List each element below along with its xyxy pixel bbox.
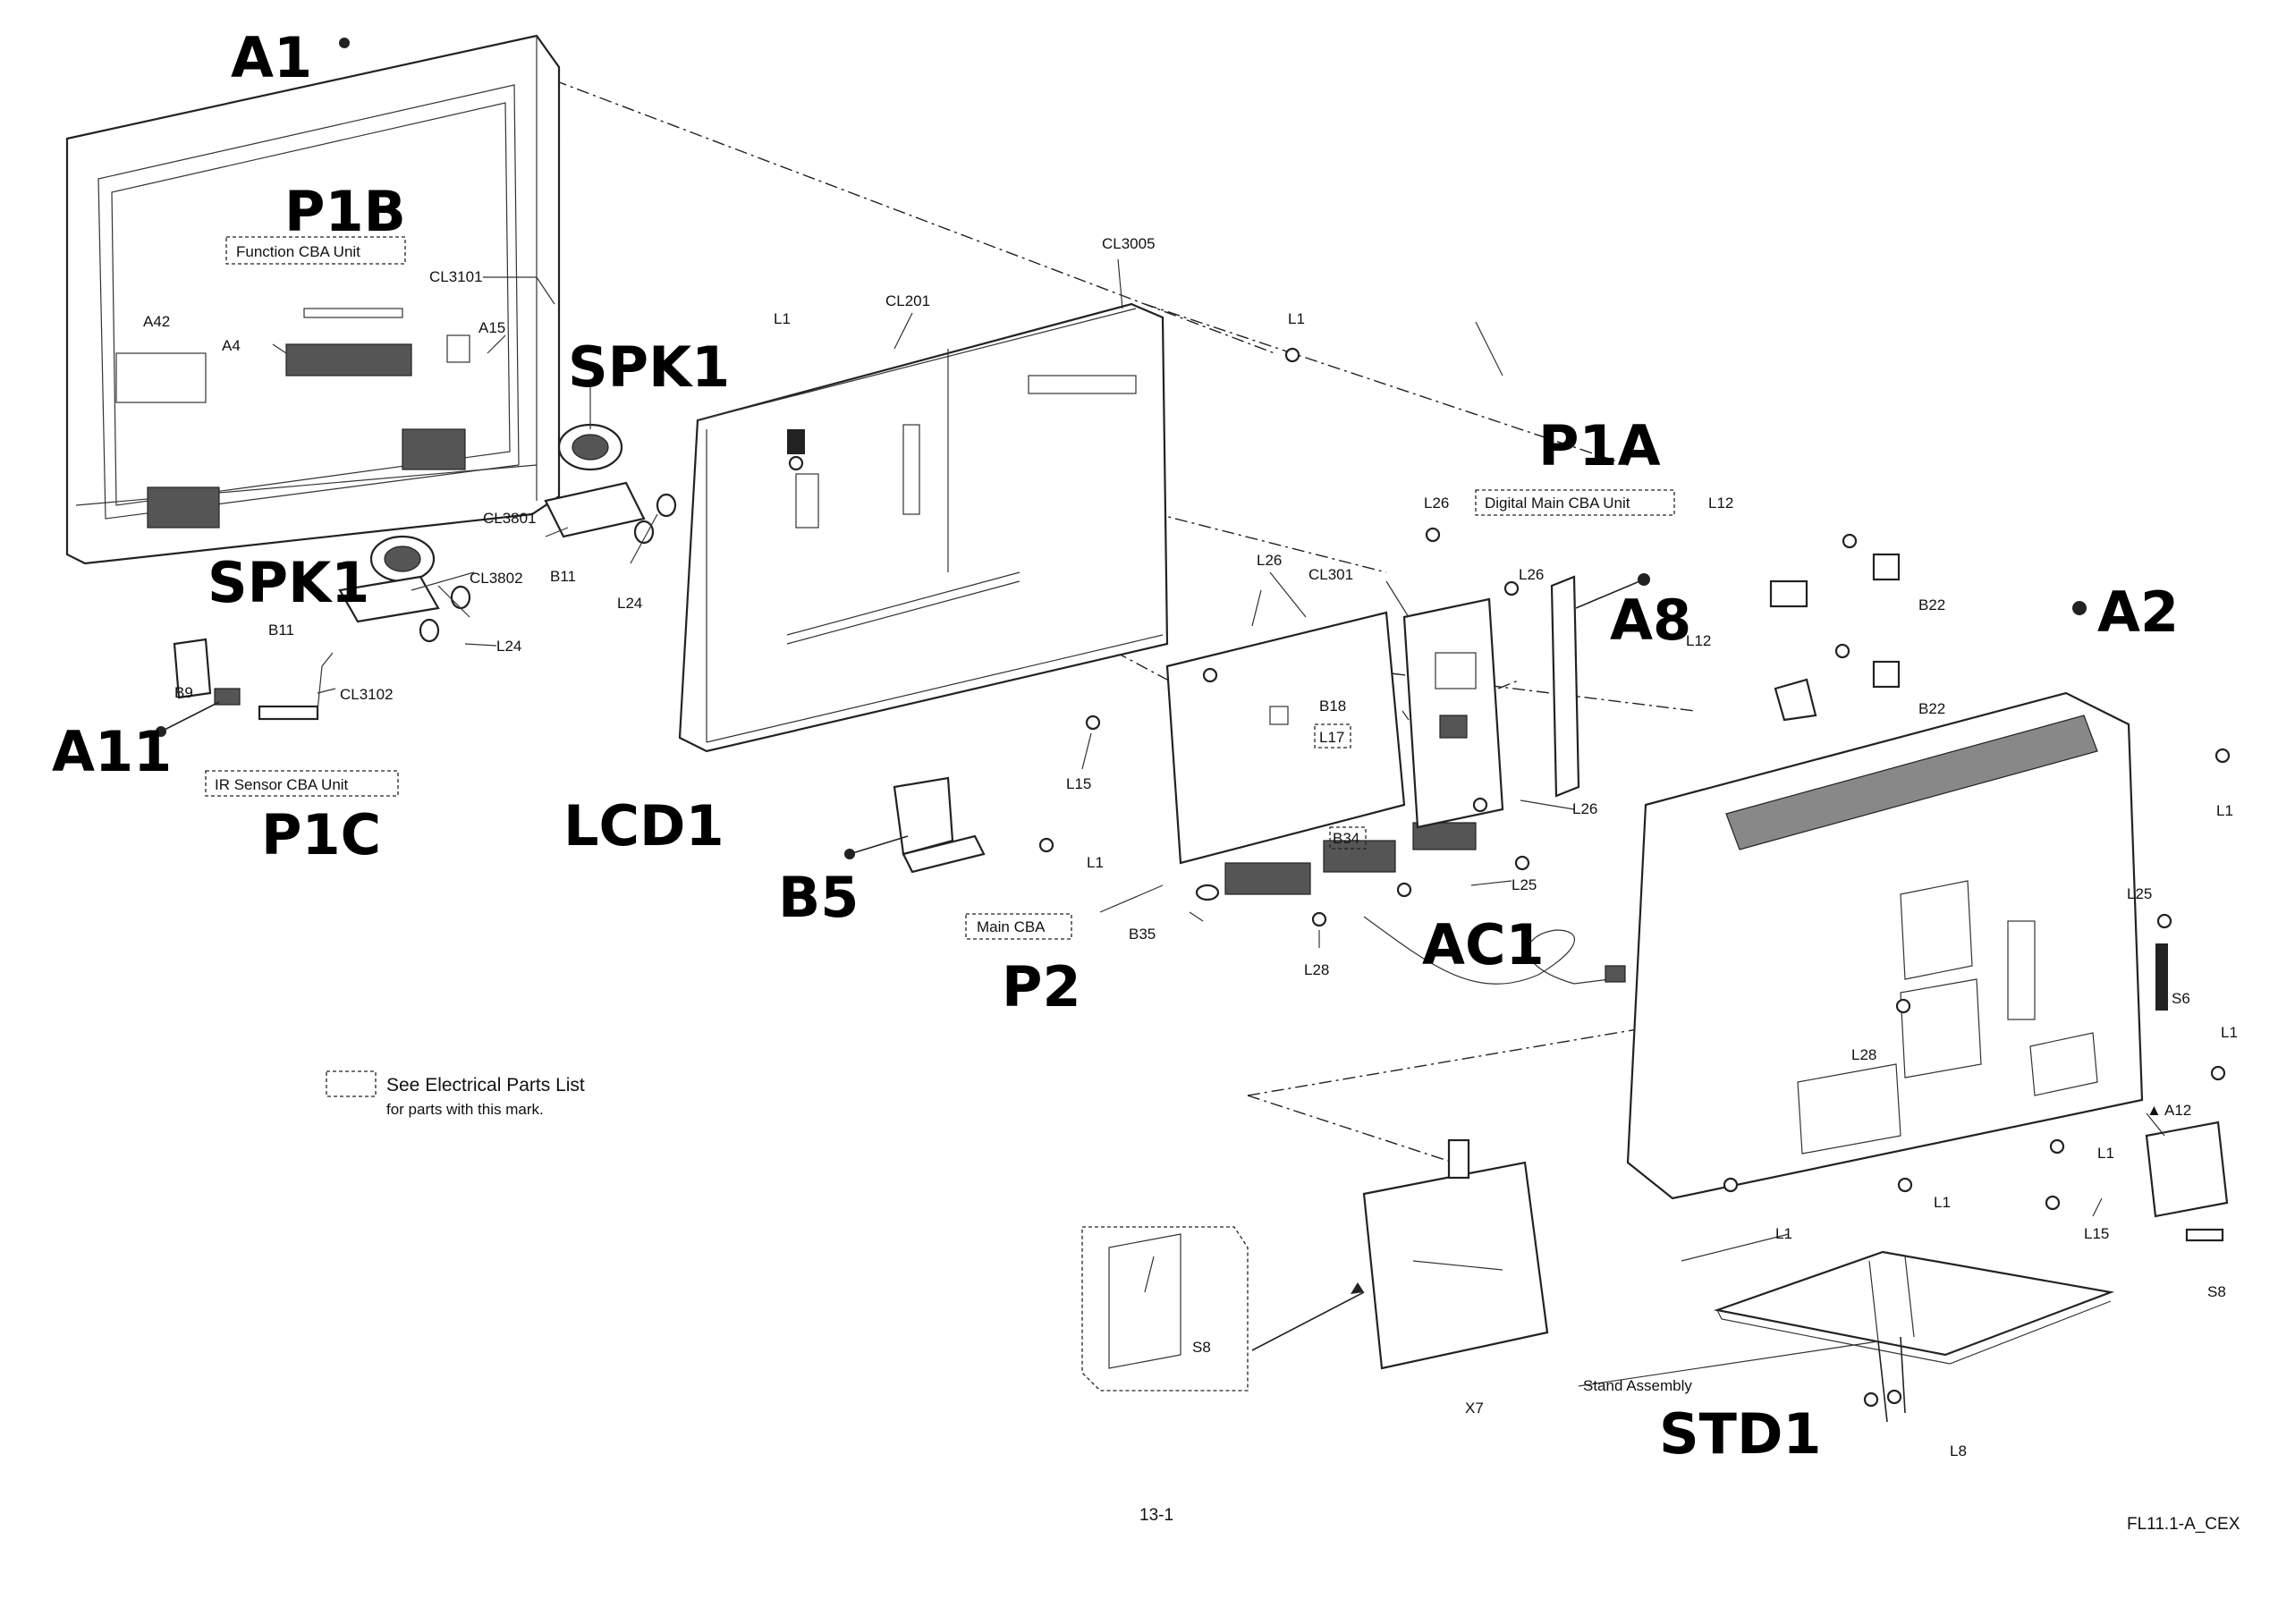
l1h-label: L1 [1775, 1225, 1792, 1242]
s6-label: S6 [2172, 990, 2190, 1007]
hand-std1: STD1 [1659, 1401, 1822, 1467]
l26d-label: L26 [1572, 800, 1597, 817]
warning-icon: ▲ [2147, 1102, 2162, 1119]
l25b-label: L25 [2127, 885, 2152, 902]
hand-spk1-left: SPK1 [207, 550, 369, 615]
front-cabinet-a1 [65, 34, 561, 565]
b22b-label: B22 [1918, 700, 1945, 717]
page-footer: 13-1 FL11.1-A_CEX [1139, 1506, 2240, 1534]
hand-p1b: P1B [284, 179, 406, 244]
hand-lcd1: LCD1 [563, 793, 724, 859]
l28b-label: L28 [1851, 1046, 1876, 1063]
ir-sensor-parts [156, 638, 334, 737]
l24a-label: L24 [617, 595, 642, 612]
cl3102-label: CL3102 [340, 686, 394, 703]
hinge-brackets [1769, 553, 1901, 722]
legend-title: See Electrical Parts List [386, 1075, 585, 1095]
l26a-label: L26 [1424, 495, 1449, 512]
b9-label: B9 [174, 684, 193, 701]
a4-label: A4 [222, 337, 241, 354]
l1c-label: L1 [1087, 854, 1104, 871]
manual-x7 [1081, 1138, 1549, 1391]
l26b-label: L26 [1257, 552, 1282, 569]
l26c-label: L26 [1519, 566, 1544, 583]
b35-label: B35 [1129, 926, 1156, 943]
cl3101-label: CL3101 [429, 268, 483, 285]
l12a-label: L12 [1708, 495, 1733, 512]
bracket-b5 [844, 776, 986, 874]
a12-label: A12 [2164, 1102, 2191, 1119]
a42-label: A42 [143, 313, 170, 330]
hand-a11: A11 [52, 719, 172, 784]
l1e-label: L1 [2221, 1024, 2238, 1041]
leader-lines [272, 258, 2165, 1387]
cl3005-label: CL3005 [1102, 235, 1156, 252]
cl301-label: CL301 [1308, 566, 1353, 583]
hand-p2: P2 [1002, 954, 1081, 1019]
l1a-label: L1 [774, 310, 791, 327]
b34-label: B34 [1333, 830, 1359, 847]
b22a-label: B22 [1918, 596, 1945, 613]
hand-ac1: AC1 [1422, 912, 1545, 977]
l15b-label: L15 [2084, 1225, 2109, 1242]
l15a-label: L15 [1066, 775, 1091, 792]
l17-label: L17 [1319, 729, 1344, 746]
s8b-label: S8 [1192, 1339, 1211, 1356]
ac-cord [1363, 916, 1626, 985]
digital-main-cba-board [1402, 573, 1650, 829]
cl3801-label: CL3801 [483, 510, 537, 527]
function-cba-label: Function CBA Unit [236, 243, 360, 260]
hand-a1: A1 [231, 25, 312, 90]
hand-spk1-top: SPK1 [568, 334, 730, 400]
handwritten-annotations: A1 P1B SPK1 SPK1 A11 P1C LCD1 B5 P2 AC1 … [52, 25, 2179, 1467]
l1f-label: L1 [2097, 1145, 2114, 1162]
hand-a2: A2 [2097, 579, 2179, 645]
digital-main-cba-label: Digital Main CBA Unit [1485, 495, 1630, 512]
screws [788, 347, 2231, 1408]
s8a-label: S8 [2207, 1283, 2226, 1300]
a15-label: A15 [478, 319, 505, 336]
l1g-label: L1 [1934, 1194, 1951, 1211]
page-number: 13-1 [1139, 1506, 1173, 1525]
l24b-label: L24 [496, 638, 521, 655]
l28a-label: L28 [1304, 961, 1329, 978]
b11a-label: B11 [550, 568, 576, 585]
stand-assembly-label: Stand Assembly [1583, 1377, 1692, 1394]
lcd-panel [678, 302, 1169, 753]
main-cba-board [1165, 611, 1477, 901]
cl201-label: CL201 [885, 292, 930, 309]
speaker-left [338, 535, 471, 643]
x7-label: X7 [1465, 1400, 1484, 1417]
hand-a8: A8 [1610, 588, 1691, 653]
main-cba-label: Main CBA [977, 918, 1046, 935]
cl3802-label: CL3802 [470, 570, 523, 587]
legend: See Electrical Parts List for parts with… [326, 1070, 585, 1118]
legend-subtitle: for parts with this mark. [386, 1101, 544, 1118]
hand-p1c: P1C [261, 802, 381, 867]
l1d-label: L1 [2216, 802, 2233, 819]
b11b-label: B11 [268, 622, 294, 639]
l8-label: L8 [1950, 1442, 1967, 1459]
rear-cabinet-a2 [1626, 601, 2229, 1242]
hand-b5: B5 [778, 865, 859, 930]
l25a-label: L25 [1512, 876, 1537, 893]
ir-sensor-cba-label: IR Sensor CBA Unit [215, 776, 349, 793]
speaker-right [544, 385, 677, 545]
hand-p1a: P1A [1538, 413, 1661, 478]
stand-assembly [1713, 1250, 2115, 1423]
b18-label: B18 [1319, 698, 1346, 715]
l1b-label: L1 [1288, 310, 1305, 327]
part-labels: Function CBA Unit CL3101 A42 A4 A15 CL38… [143, 235, 2238, 1459]
l12b-label: L12 [1686, 632, 1711, 649]
document-code: FL11.1-A_CEX [2127, 1515, 2240, 1534]
